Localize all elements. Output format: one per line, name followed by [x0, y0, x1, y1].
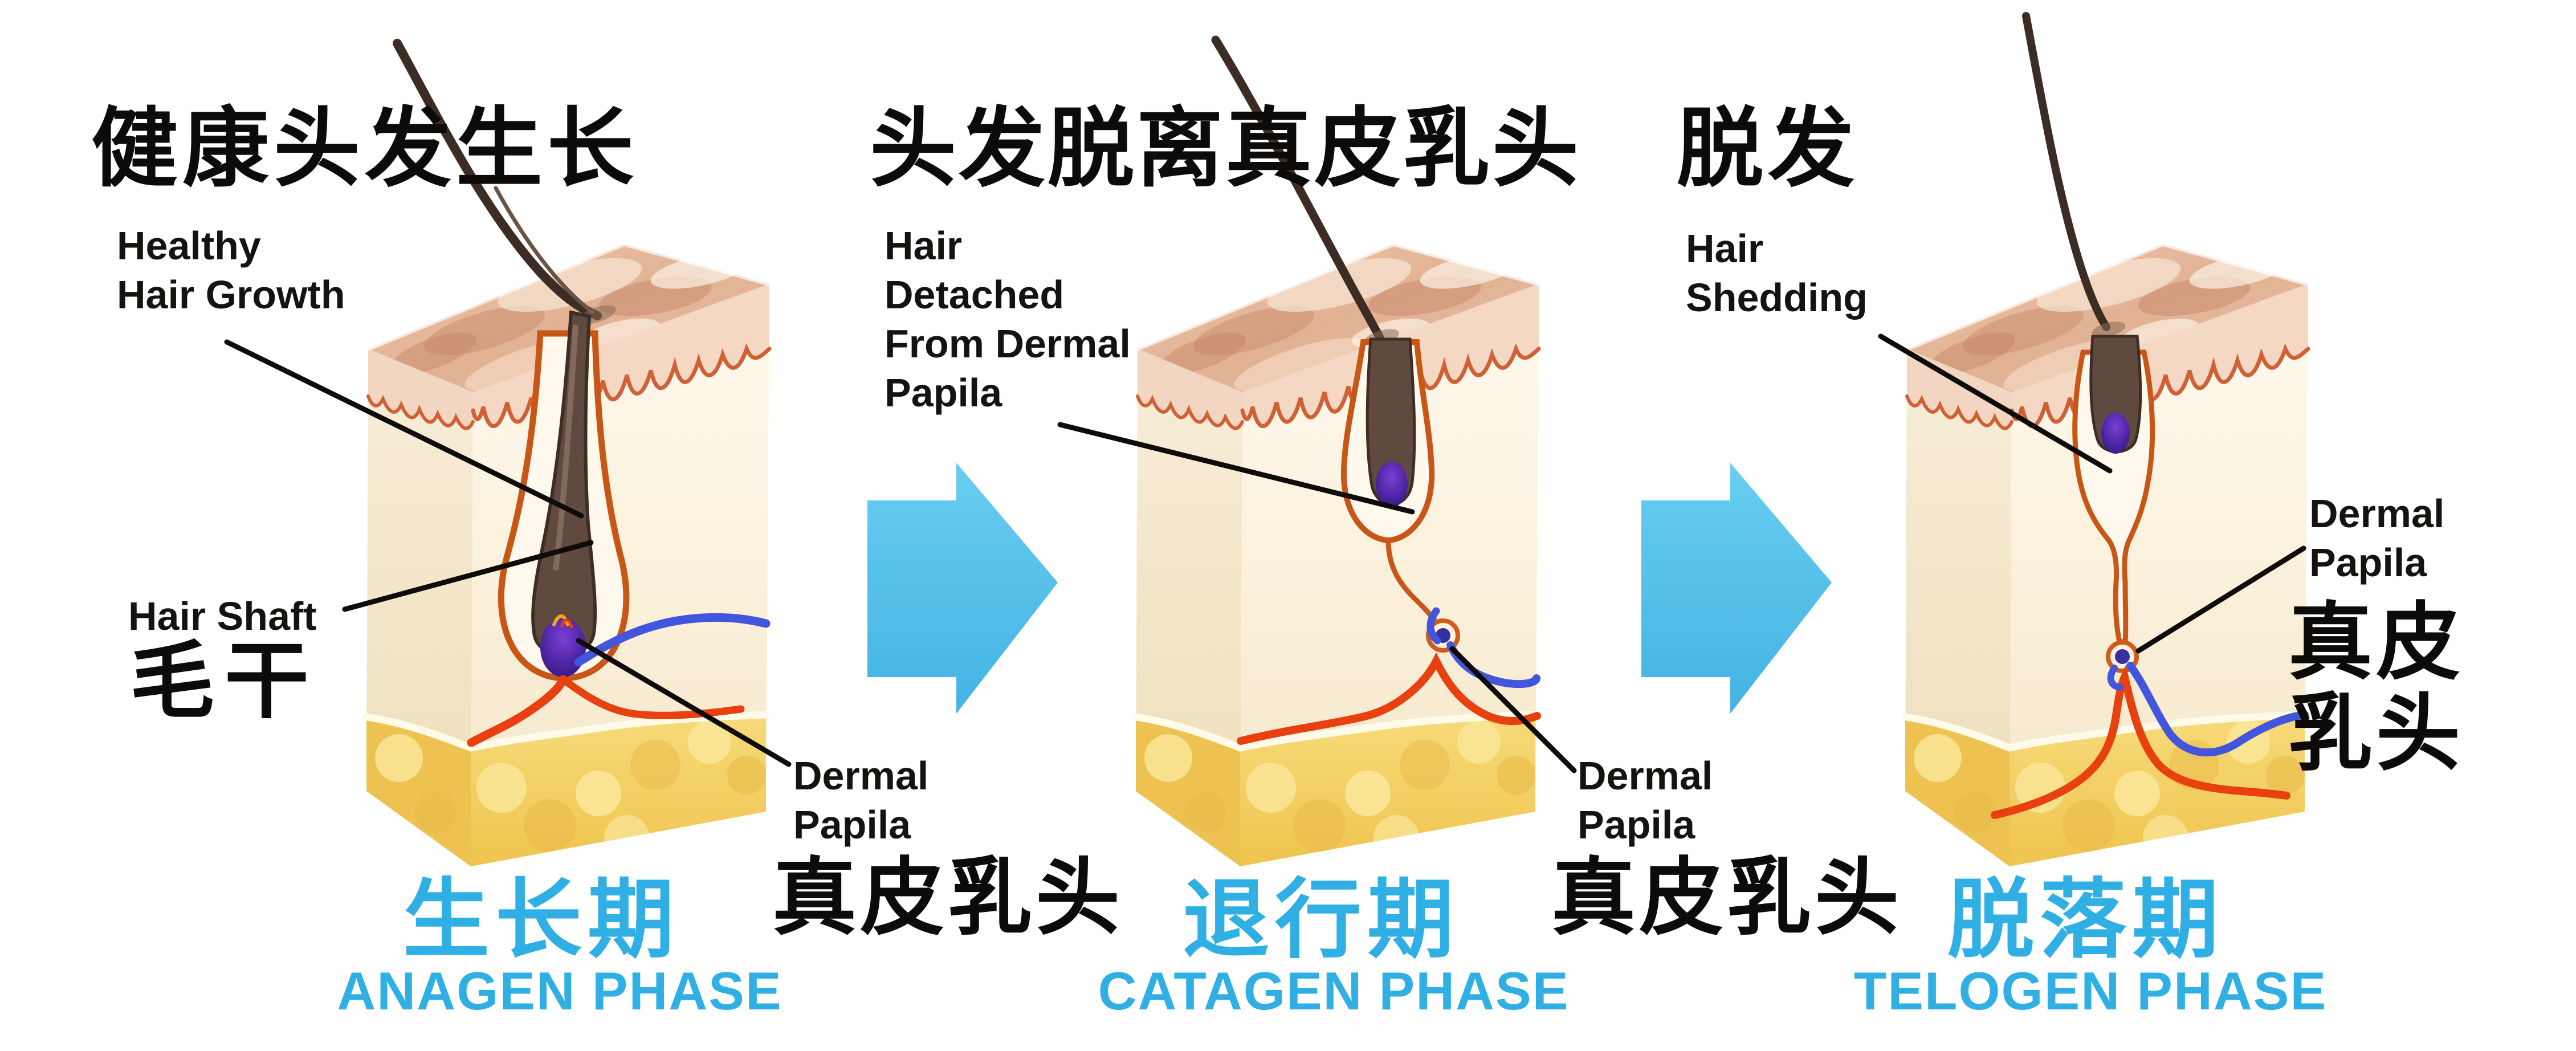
dermal-papila-zh-2: 真皮乳头 [1551, 851, 1902, 945]
arrow-right-icon [1641, 463, 1832, 714]
dermal-papilla-graphic [540, 618, 586, 677]
dermal-papila-zh-3: 真皮乳头 [2288, 597, 2464, 780]
skin-block-catagen [1136, 35, 1541, 866]
leader-line-hair-shaft [342, 540, 594, 612]
leader-line-healthy-growth [224, 339, 584, 519]
artery-graphic [1237, 652, 1541, 745]
hair-strand [1211, 35, 1384, 342]
panel2-subtitle-line1: Hair [885, 223, 963, 268]
dermal-papila-3-line1: Dermal [2309, 491, 2445, 536]
dermal-papila-zh-3-line1: 真皮 [2288, 596, 2464, 690]
artery-graphic [467, 675, 568, 747]
panel2-title-zh: 头发脱离真皮乳头 [870, 100, 1581, 197]
arrow-right-icon [867, 463, 1058, 714]
hair-shaft-label-zh: 毛干 [130, 634, 319, 728]
artery-graphic [1991, 665, 2290, 819]
phase-name-telogen-zh: 脱落期 [1947, 871, 2224, 968]
panel2-subtitle-line4: Papila [885, 370, 1002, 415]
papilla-in-club [2101, 413, 2130, 454]
phase-name-catagen-zh: 退行期 [1183, 871, 1460, 968]
dermal-papila-zh-1: 真皮乳头 [772, 851, 1123, 945]
phase-name-catagen-en: CATAGEN PHASE [1098, 961, 1570, 1021]
panel2-subtitle-line3: From Dermal [885, 321, 1131, 366]
phase-name-anagen-en: ANAGEN PHASE [337, 961, 782, 1021]
phase-name-telogen-en: TELOGEN PHASE [1853, 961, 2328, 1021]
phase-name-anagen-zh: 生长期 [403, 871, 680, 968]
hair-strand [393, 39, 602, 320]
panel1-subtitle-line2: Hair Growth [117, 272, 345, 317]
vein-graphic [2126, 662, 2309, 757]
dermal-papila-1-line2: Papila [793, 802, 911, 847]
papilla-in-club [1376, 462, 1408, 507]
leader-line-detached [1057, 422, 1415, 515]
dermal-papila-zh-3-line2: 乳头 [2288, 687, 2464, 781]
panel1-title-zh: 健康头发生长 [91, 100, 638, 197]
dermal-papila-3-line2: Papila [2309, 540, 2427, 585]
vein-graphic [574, 613, 771, 667]
panel3-title-zh: 脱发 [1677, 100, 1859, 197]
panel2-subtitle-line2: Detached [885, 272, 1065, 317]
dermal-papila-1-line1: Dermal [793, 753, 929, 798]
dermal-papila-2-line1: Dermal [1578, 753, 1713, 798]
skin-block-telogen [1905, 12, 2309, 866]
hair-strand [2022, 12, 2110, 331]
hair-shaft-label-en: Hair Shaft [128, 594, 317, 638]
leader-line-dermal-papila-3 [2135, 545, 2306, 654]
leader-line-shedding [1878, 333, 2113, 474]
panel3-subtitle-line1: Hair [1686, 226, 1764, 271]
dermal-papila-2-line2: Papila [1578, 802, 1695, 847]
panel3-subtitle-line2: Shedding [1686, 275, 1868, 320]
leader-line-dermal-papila-2 [1449, 646, 1577, 773]
panel1-subtitle-line1: Healthy [117, 223, 261, 268]
leader-line-dermal-papila-1 [576, 638, 792, 767]
